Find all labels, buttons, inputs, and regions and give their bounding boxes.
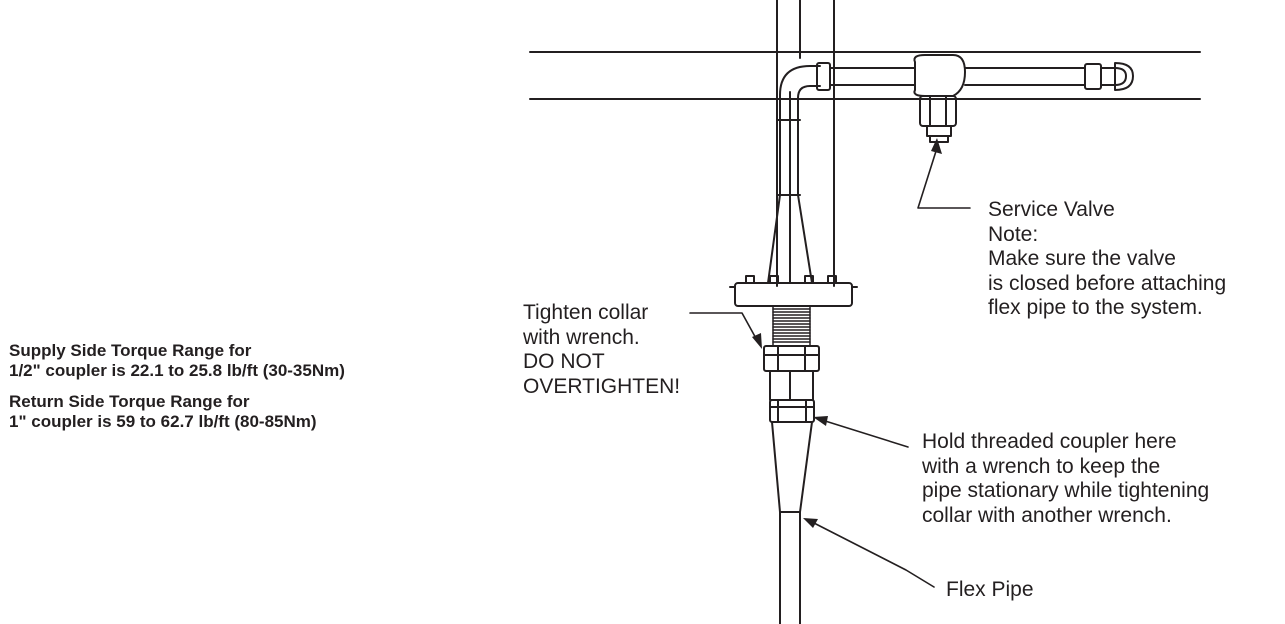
- leader-lines: [689, 147, 971, 588]
- supply-torque-text: Supply Side Torque Range for 1/2" couple…: [9, 341, 345, 380]
- return-torque-text: Return Side Torque Range for 1" coupler …: [9, 392, 317, 431]
- vertical-column: [776, 0, 835, 287]
- flex-pipe: [771, 421, 813, 624]
- elbow-riser-pipe: [777, 62, 916, 196]
- arrow-flex-pipe: [803, 518, 818, 528]
- service-valve-tee: [913, 54, 1134, 143]
- leader-service-valve: [917, 147, 971, 209]
- coupler-callout: Hold threaded coupler here with a wrench…: [922, 430, 1210, 527]
- threaded-coupler: [769, 399, 815, 423]
- leader-coupler: [821, 419, 909, 448]
- reducer-flange: [729, 194, 858, 307]
- arrow-collar: [752, 333, 762, 349]
- threaded-section: [772, 305, 811, 347]
- arrow-coupler: [813, 416, 828, 426]
- flex-pipe-label: Flex Pipe: [946, 578, 1034, 601]
- collar-callout: Tighten collar with wrench. DO NOT OVERT…: [523, 301, 681, 398]
- arrow-service-valve: [931, 138, 942, 154]
- leader-flex-pipe: [811, 521, 935, 588]
- leader-collar: [689, 312, 759, 343]
- collar-nut: [763, 345, 820, 401]
- service-valve-callout: Service Valve Note: Make sure the valve …: [988, 198, 1227, 319]
- horizontal-header-pipes: [529, 51, 1201, 100]
